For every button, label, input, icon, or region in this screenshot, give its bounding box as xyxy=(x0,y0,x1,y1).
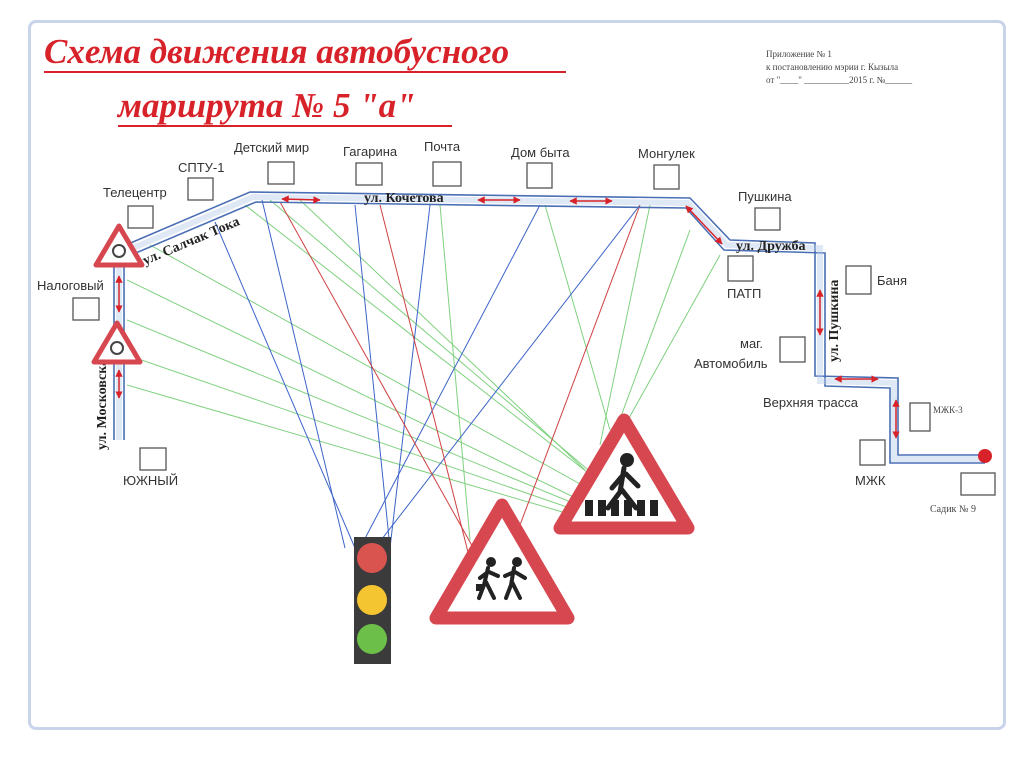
direction-arrows xyxy=(115,195,900,439)
annex-line-1: Приложение № 1 xyxy=(766,49,832,59)
page-frame xyxy=(28,20,1006,730)
stop-label-yuzhny: ЮЖНЫЙ xyxy=(123,473,178,488)
stop-box-patp xyxy=(727,255,754,282)
stop-label-pushkina: Пушкина xyxy=(738,189,792,204)
stop-label-avtomobil-2: Автомобиль xyxy=(694,356,768,371)
stop-box-pochta xyxy=(432,161,462,187)
annex-line-2: к постановлению мэрии г. Кызыла xyxy=(766,62,898,72)
stop-label-mzhk3: МЖК-3 xyxy=(933,405,963,415)
stop-box-avtomobil xyxy=(779,336,806,363)
stop-label-pochta: Почта xyxy=(424,139,461,154)
stop-box-mongulek xyxy=(653,164,680,190)
stop-box-yuzhny xyxy=(139,447,167,471)
traffic-light-icon xyxy=(354,537,391,664)
sight-lines xyxy=(126,199,721,561)
stop-label-sadik: Садик № 9 xyxy=(930,504,976,515)
stop-label-detsky-mir: Детский мир xyxy=(234,140,309,155)
stop-box-banya xyxy=(845,265,872,295)
stop-label-mzhk: МЖК xyxy=(855,473,886,488)
stop-box-mzhk3 xyxy=(909,402,931,432)
stop-box-pushkina xyxy=(754,207,781,231)
route-end-point-icon xyxy=(978,449,992,463)
title-line-1: Схема движения автобусного xyxy=(44,32,509,71)
stop-box-sptu xyxy=(187,177,214,201)
stop-box-nalogovy xyxy=(72,297,100,321)
street-moskovskaya: ул. Московская xyxy=(95,351,110,450)
stop-box-gagarina xyxy=(355,162,383,186)
stop-box-sadik xyxy=(960,472,996,496)
stop-label-patp: ПАТП xyxy=(727,286,761,301)
stop-label-telecenter: Телецентр xyxy=(103,185,167,200)
bus-route-line xyxy=(113,191,985,464)
children-crossing-sign-icon xyxy=(429,498,575,625)
pedestrian-crossing-sign-icon xyxy=(553,413,695,535)
stop-label-gagarina: Гагарина xyxy=(343,144,398,159)
stop-box-detsky-mir xyxy=(267,161,295,185)
stop-box-telecenter xyxy=(127,205,154,229)
stop-label-dom-byta: Дом быта xyxy=(511,145,570,160)
street-druzhba: ул. Дружба xyxy=(736,239,806,254)
street-kochetova: ул. Кочетова xyxy=(364,191,444,206)
title-line-2: маршрута № 5 "а" xyxy=(116,86,416,125)
roundabout-sign-icon xyxy=(91,320,143,365)
stop-label-nalogovy: Налоговый xyxy=(37,278,104,293)
stop-label-verkhnyaya: Верхняя трасса xyxy=(763,395,859,410)
stop-label-mongulek: Монгулек xyxy=(638,146,695,161)
bus-stops: Налоговый Телецентр СПТУ-1 Детский мир Г… xyxy=(37,139,996,515)
stop-box-dom-byta xyxy=(526,162,553,189)
stop-label-banya: Баня xyxy=(877,273,907,288)
roundabout-sign-icon xyxy=(93,223,145,268)
stop-label-avtomobil-1: маг. xyxy=(740,336,763,351)
stop-label-sptu: СПТУ-1 xyxy=(178,160,225,175)
street-pushkina: ул. Пушкина xyxy=(827,280,842,362)
stop-box-mzhk xyxy=(859,439,886,466)
annex-line-3: от "____" __________2015 г. №______ xyxy=(766,75,913,85)
